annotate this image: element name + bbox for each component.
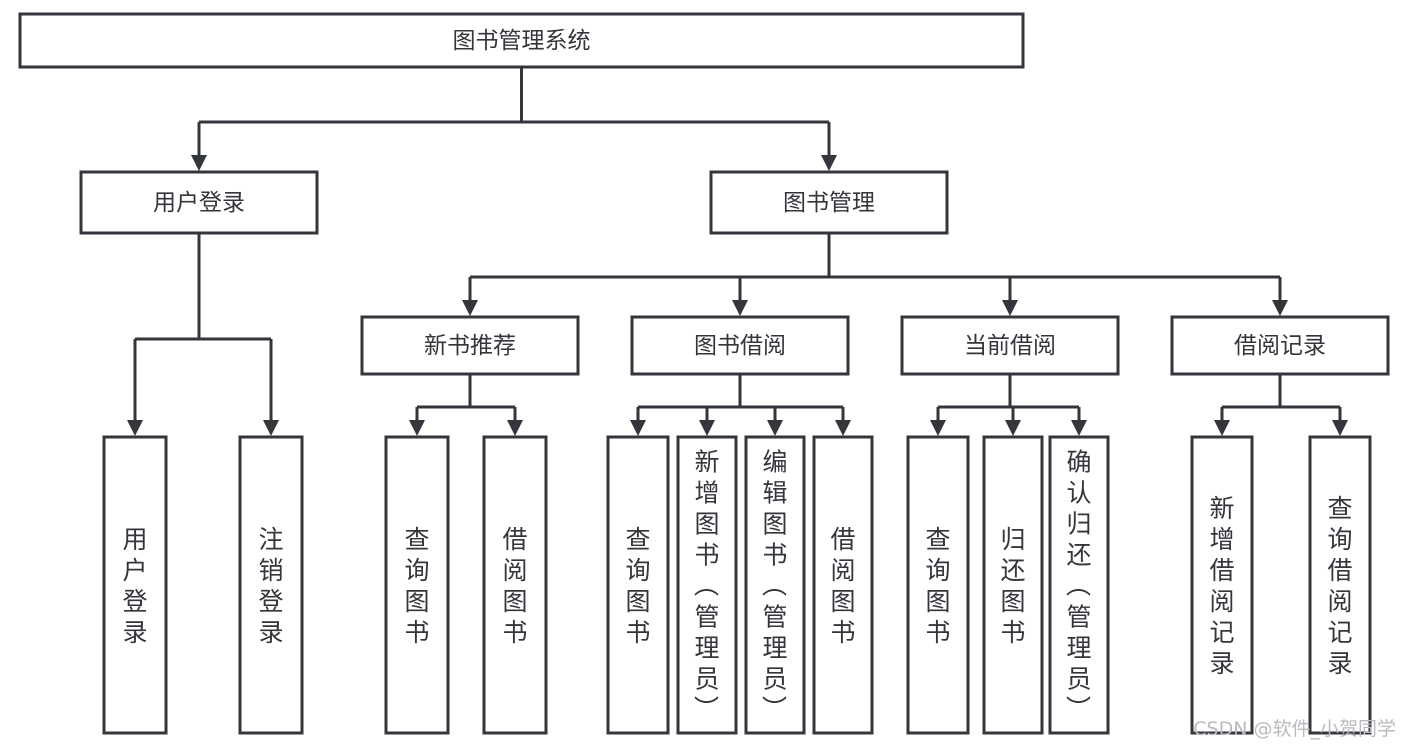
node-label: 查询图书 [625,525,650,647]
node-box [360,315,580,376]
node-label: 用户登录 [153,190,245,216]
node-box [102,435,168,735]
node-label: 新增图书（管理员） [694,448,720,725]
node-label: 归还图书 [1000,525,1025,647]
node-box [238,435,304,735]
node-leaf-confirm-return[interactable]: 确认归还（管理员） [1048,435,1110,735]
node-root[interactable]: 图书管理系统 [18,12,1025,69]
edge-group-new-book-rec [409,374,523,436]
node-box [630,315,850,376]
node-leaf-query-book-3[interactable]: 查询图书 [906,435,970,735]
arrow-head-icon [409,420,425,436]
node-box [1190,435,1254,735]
node-box [676,435,738,735]
node-label: 当前借阅 [964,333,1056,359]
arrow-head-icon [821,155,837,171]
node-box [482,435,548,735]
node-label: 查询图书 [404,525,429,647]
node-label: 注销登录 [258,525,283,647]
arrow-head-icon [1214,420,1230,436]
node-leaf-borrow-book-2[interactable]: 借阅图书 [812,435,874,735]
arrow-head-icon [263,420,279,436]
node-leaf-query-book-2[interactable]: 查询图书 [606,435,670,735]
node-box [606,435,670,735]
arrow-head-icon [930,420,946,436]
node-box [906,435,970,735]
arrow-head-icon [630,420,646,436]
node-label: 图书借阅 [694,333,786,359]
edge-group-book-borrow [630,374,851,436]
node-label: 借阅图书 [502,525,527,647]
node-label: 图书管理 [783,190,875,216]
arrow-head-icon [507,420,523,436]
node-box [982,435,1044,735]
node-label: 编辑图书（管理员） [762,448,788,725]
arrow-head-icon [462,300,478,316]
node-box [79,170,319,235]
arrow-head-icon [1002,300,1018,316]
edge-group-root [191,67,837,171]
node-box [812,435,874,735]
arrow-head-icon [127,420,143,436]
node-leaf-logout[interactable]: 注销登录 [238,435,304,735]
node-leaf-return-book[interactable]: 归还图书 [982,435,1044,735]
node-box [744,435,806,735]
arrow-head-icon [732,300,748,316]
node-label: 新增借阅记录 [1209,494,1234,678]
node-user-login[interactable]: 用户登录 [79,170,319,235]
node-leaf-query-book-1[interactable]: 查询图书 [384,435,450,735]
node-label: 查询图书 [925,525,950,647]
arrow-head-icon [191,155,207,171]
node-label: 确认归还（管理员） [1066,448,1092,725]
node-box [1170,315,1390,376]
node-label: 查询借阅记录 [1327,494,1352,678]
nodes-layer: 图书管理系统用户登录图书管理新书推荐图书借阅当前借阅借阅记录用户登录注销登录查询… [18,12,1390,735]
node-label: 借阅图书 [830,525,855,647]
node-book-manage[interactable]: 图书管理 [709,170,949,235]
arrow-head-icon [1332,420,1348,436]
arrow-head-icon [1272,300,1288,316]
node-leaf-user-login[interactable]: 用户登录 [102,435,168,735]
arrow-head-icon [835,420,851,436]
node-leaf-add-record[interactable]: 新增借阅记录 [1190,435,1254,735]
edge-group-user-login [127,233,279,436]
node-label: 用户登录 [122,525,147,647]
node-book-borrow[interactable]: 图书借阅 [630,315,850,376]
node-leaf-edit-book[interactable]: 编辑图书（管理员） [744,435,806,735]
node-box [1308,435,1372,735]
edge-group-book-manage [462,233,1288,316]
node-label: 借阅记录 [1234,333,1326,359]
node-box [18,12,1025,69]
edge-group-current-borrow [930,374,1087,436]
arrow-head-icon [1005,420,1021,436]
node-box [900,315,1120,376]
node-box [709,170,949,235]
csdn-watermark: CSDN @软件_小贺同学 [1193,718,1396,740]
node-box [384,435,450,735]
node-leaf-borrow-book-1[interactable]: 借阅图书 [482,435,548,735]
node-borrow-record[interactable]: 借阅记录 [1170,315,1390,376]
node-label: 图书管理系统 [453,28,591,54]
arrow-head-icon [699,420,715,436]
node-leaf-query-record[interactable]: 查询借阅记录 [1308,435,1372,735]
node-current-borrow[interactable]: 当前借阅 [900,315,1120,376]
edge-group-borrow-record [1214,374,1348,436]
node-leaf-add-book[interactable]: 新增图书（管理员） [676,435,738,735]
node-box [1048,435,1110,735]
arrow-head-icon [1071,420,1087,436]
node-new-book-rec[interactable]: 新书推荐 [360,315,580,376]
node-label: 新书推荐 [424,333,516,359]
edges-layer [127,67,1348,436]
arrow-head-icon [767,420,783,436]
